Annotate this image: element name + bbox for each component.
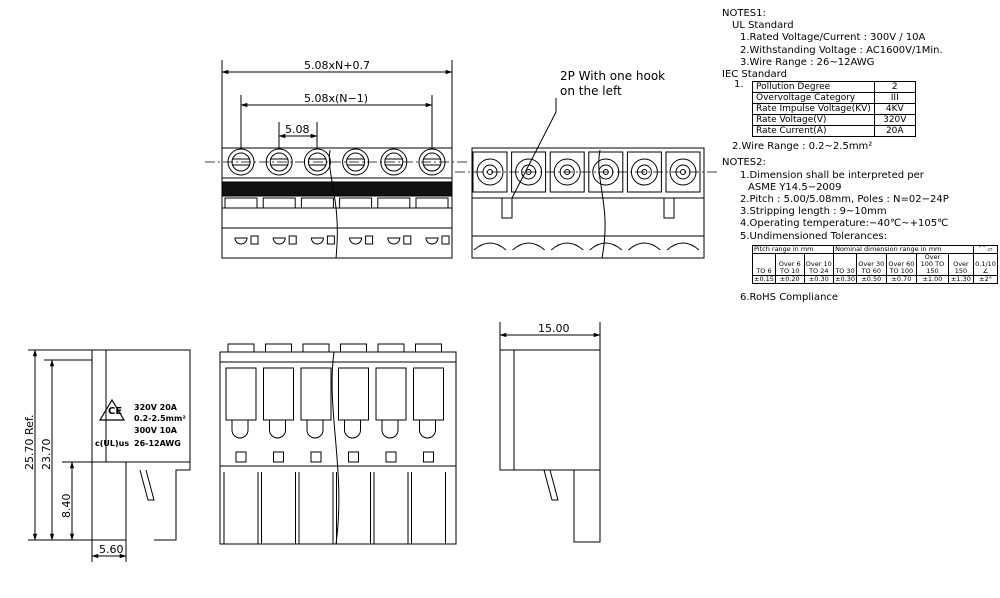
notes1-title: NOTES1: bbox=[722, 8, 766, 19]
callout-line2: on the left bbox=[560, 84, 622, 98]
ul-item: 2.Withstanding Voltage : AC1600V/1Min. bbox=[740, 44, 943, 56]
front-pole bbox=[300, 148, 335, 245]
break-line bbox=[328, 149, 338, 259]
iec-wire-range: 2.Wire Range : 0.2~2.5mm² bbox=[732, 141, 873, 153]
pin-offset-label: 5.60 bbox=[99, 543, 124, 556]
notes2-item: 3.Stripping length : 9~10mm bbox=[740, 206, 887, 218]
top-view bbox=[455, 98, 720, 259]
table-row: TO 6 Over 6 TO 10 Over 10 TO 24 TO 30 Ov… bbox=[752, 252, 998, 276]
front-view bbox=[205, 60, 470, 259]
table-row: Rate Voltage(V)320V bbox=[752, 114, 916, 127]
ul-item: 3.Wire Range : 26~12AWG bbox=[740, 56, 875, 68]
angle-icon: ∠ bbox=[982, 266, 989, 275]
side-depth-label: 15.00 bbox=[538, 322, 570, 335]
top-pole bbox=[626, 151, 662, 251]
break-line bbox=[598, 149, 606, 259]
flatness-icon: ⌒ ▱ bbox=[973, 244, 998, 254]
top-pole bbox=[549, 151, 585, 251]
iec-index: 1. bbox=[734, 79, 744, 91]
overall-width-label: 5.08xN+0.7 bbox=[304, 59, 370, 72]
front-view-screws bbox=[224, 148, 450, 245]
front-pole bbox=[415, 148, 450, 245]
top-pole bbox=[588, 151, 624, 251]
front-pole bbox=[224, 148, 259, 245]
notes2-item: 1.Dimension shall be interpreted per bbox=[740, 169, 924, 181]
callout-line1: 2P With one hook bbox=[560, 69, 665, 83]
pin-height-label: 8.40 bbox=[60, 494, 73, 519]
top-pole bbox=[511, 151, 547, 251]
notes-panel: NOTES1: UL Standard 1.Rated Voltage/Curr… bbox=[722, 8, 998, 304]
tolerance-table: Pitch range in mm Nominal dimension rang… bbox=[751, 244, 998, 284]
ul-standard-title: UL Standard bbox=[732, 20, 794, 32]
side-view-right bbox=[499, 322, 601, 543]
table-row: Pitch range in mm Nominal dimension rang… bbox=[751, 244, 998, 254]
notes2-item: 4.Operating temperature:−40℃~+105℃ bbox=[740, 218, 949, 230]
top-pole bbox=[665, 151, 701, 251]
height-label: 23.70 bbox=[40, 439, 53, 471]
label-plate-line2: 0.2-2.5mm² bbox=[134, 414, 186, 423]
rear-pole bbox=[223, 343, 259, 544]
notes2-item: 2.Pitch : 5.00/5.08mm, Poles : N=02−24P bbox=[740, 194, 949, 206]
notes2-title: NOTES2: bbox=[722, 157, 766, 169]
ce-mark-icon: CE bbox=[108, 406, 122, 417]
ul-item: 1.Rated Voltage/Current : 300V / 10A bbox=[740, 32, 926, 44]
label-plate-line1: 320V 20A bbox=[134, 403, 178, 412]
label-plate-line4: 26-12AWG bbox=[134, 439, 181, 448]
label-plate: CE c(UL)us 320V 20A 0.2-2.5mm² 300V 10A … bbox=[95, 398, 186, 448]
break-line bbox=[331, 351, 340, 545]
table-row: ±0.15 ±0.20 ±0.30 ±0.30 ±0.50 ±0.70 ±1.0… bbox=[752, 274, 998, 284]
top-pole bbox=[472, 151, 508, 251]
ul-mark-icon: c(UL)us bbox=[95, 439, 129, 448]
rear-pole bbox=[373, 343, 409, 544]
tuv-mark-icon bbox=[98, 398, 126, 421]
iec-standard-title: IEC Standard bbox=[722, 69, 787, 81]
rear-pole bbox=[261, 343, 296, 544]
rohs-note: 6.RoHS Compliance bbox=[740, 291, 839, 303]
notes2-item: 5.Undimensioned Tolerances: bbox=[740, 230, 887, 242]
height-ref-label: 25.70 Ref. bbox=[23, 415, 36, 470]
label-plate-line3: 300V 10A bbox=[134, 426, 178, 435]
front-pole bbox=[262, 148, 297, 245]
rear-pole bbox=[336, 343, 371, 544]
rear-pole bbox=[298, 343, 334, 544]
notes2-item: ASME Y14.5−2009 bbox=[748, 181, 842, 193]
table-row: Rate Impulse Voltage(KV)4KV bbox=[752, 103, 916, 116]
rear-pole bbox=[411, 343, 446, 544]
front-pole bbox=[339, 148, 374, 245]
pitch-label: 5.08 bbox=[285, 123, 310, 136]
front-pole bbox=[377, 148, 412, 245]
rear-view-cells bbox=[223, 343, 446, 544]
pitch-span-label: 5.08x(N−1) bbox=[304, 92, 368, 105]
table-row: Rate Current(A)20A bbox=[752, 125, 916, 138]
side-view-left bbox=[28, 349, 191, 562]
top-view-screws bbox=[472, 151, 701, 251]
